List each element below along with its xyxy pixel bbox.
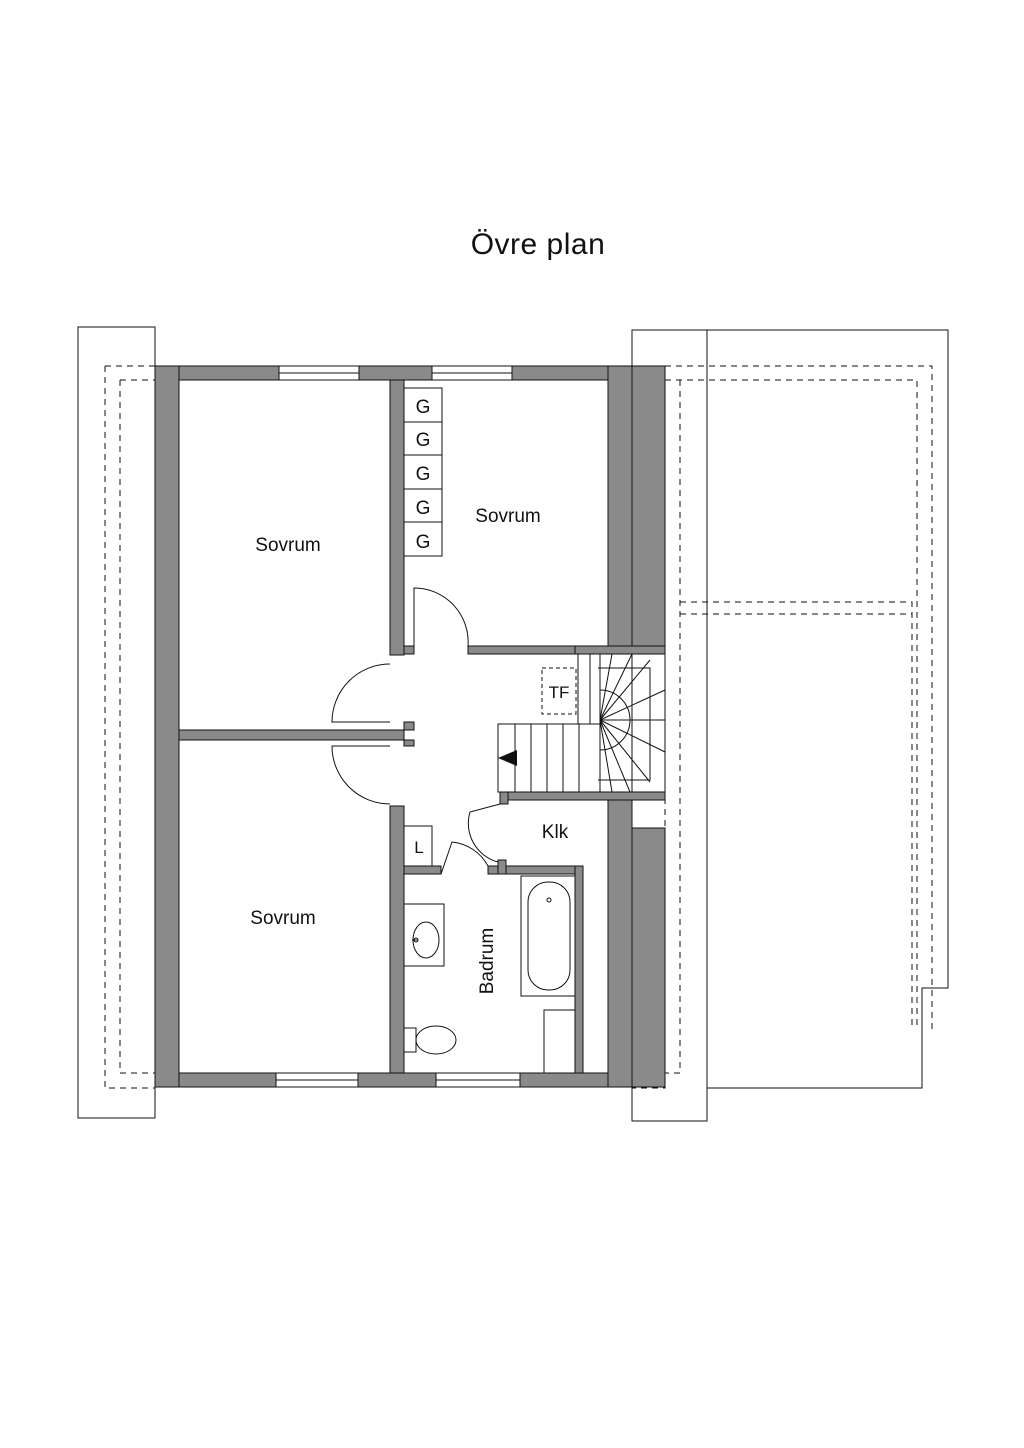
door-ne-bedroom xyxy=(413,587,469,654)
wall-stub-b xyxy=(403,739,415,747)
wardrobe-label-1: G xyxy=(416,397,431,418)
roof-center xyxy=(631,329,708,1122)
roof-outlines xyxy=(77,326,949,1122)
wall-east-upper xyxy=(607,365,633,647)
wardrobe xyxy=(403,387,443,557)
wall-stair-s xyxy=(499,791,666,801)
wall-stair-w xyxy=(499,791,509,805)
wall-east-lower xyxy=(607,799,633,1088)
room-label-linen: L xyxy=(414,838,423,857)
toilet-tank xyxy=(403,1027,417,1053)
roof-right xyxy=(707,329,949,1089)
linen-cupboard xyxy=(403,825,433,867)
toilet-icon xyxy=(415,1025,457,1055)
staircase xyxy=(497,653,666,793)
windows xyxy=(275,365,521,1088)
wall-stub-a xyxy=(403,721,415,731)
wardrobe-label-4: G xyxy=(416,498,431,519)
doors xyxy=(331,587,501,875)
room-label-bedroom-nw: Sovrum xyxy=(255,535,320,556)
room-label-closet: Klk xyxy=(542,822,569,843)
wall-south xyxy=(154,1072,633,1088)
eave-dashes xyxy=(104,365,933,1089)
stair-arrow-icon xyxy=(498,750,517,766)
door-sw-bedroom xyxy=(331,745,391,805)
wall-bath-n xyxy=(403,865,442,875)
wall-partition-s xyxy=(389,805,405,1074)
wall-east-fill xyxy=(631,365,666,647)
room-label-tf: TF xyxy=(549,683,570,702)
shower-bench xyxy=(543,1009,576,1074)
door-klk xyxy=(467,803,501,863)
wall-bed-divider xyxy=(178,729,405,741)
door-nw-bedroom xyxy=(331,663,391,723)
wardrobe-labels: G G G G G xyxy=(416,397,431,553)
plan-title: Övre plan xyxy=(470,228,606,261)
wall-east-fill-lower xyxy=(631,827,666,1088)
wall-bath-e xyxy=(574,865,584,1074)
wall-klk-stub xyxy=(497,859,507,875)
wall-partition-n xyxy=(389,379,405,656)
wall-stair-n xyxy=(574,645,666,655)
wall-ne-stub xyxy=(403,645,415,655)
room-labels: Sovrum Sovrum Sovrum Klk L TF Badrum xyxy=(250,506,569,994)
door-bathroom xyxy=(440,841,489,875)
room-label-bedroom-ne: Sovrum xyxy=(475,506,540,527)
wardrobe-label-3: G xyxy=(416,464,431,485)
wardrobe-label-2: G xyxy=(416,430,431,451)
wall-west xyxy=(154,365,180,1088)
tf-box xyxy=(541,667,577,715)
wardrobe-label-5: G xyxy=(416,532,431,553)
bathroom-fixtures xyxy=(403,875,576,1074)
wall-north xyxy=(154,365,633,381)
room-label-bedroom-sw: Sovrum xyxy=(250,908,315,929)
room-label-bathroom: Badrum xyxy=(477,928,498,995)
roof-left xyxy=(77,326,156,1119)
